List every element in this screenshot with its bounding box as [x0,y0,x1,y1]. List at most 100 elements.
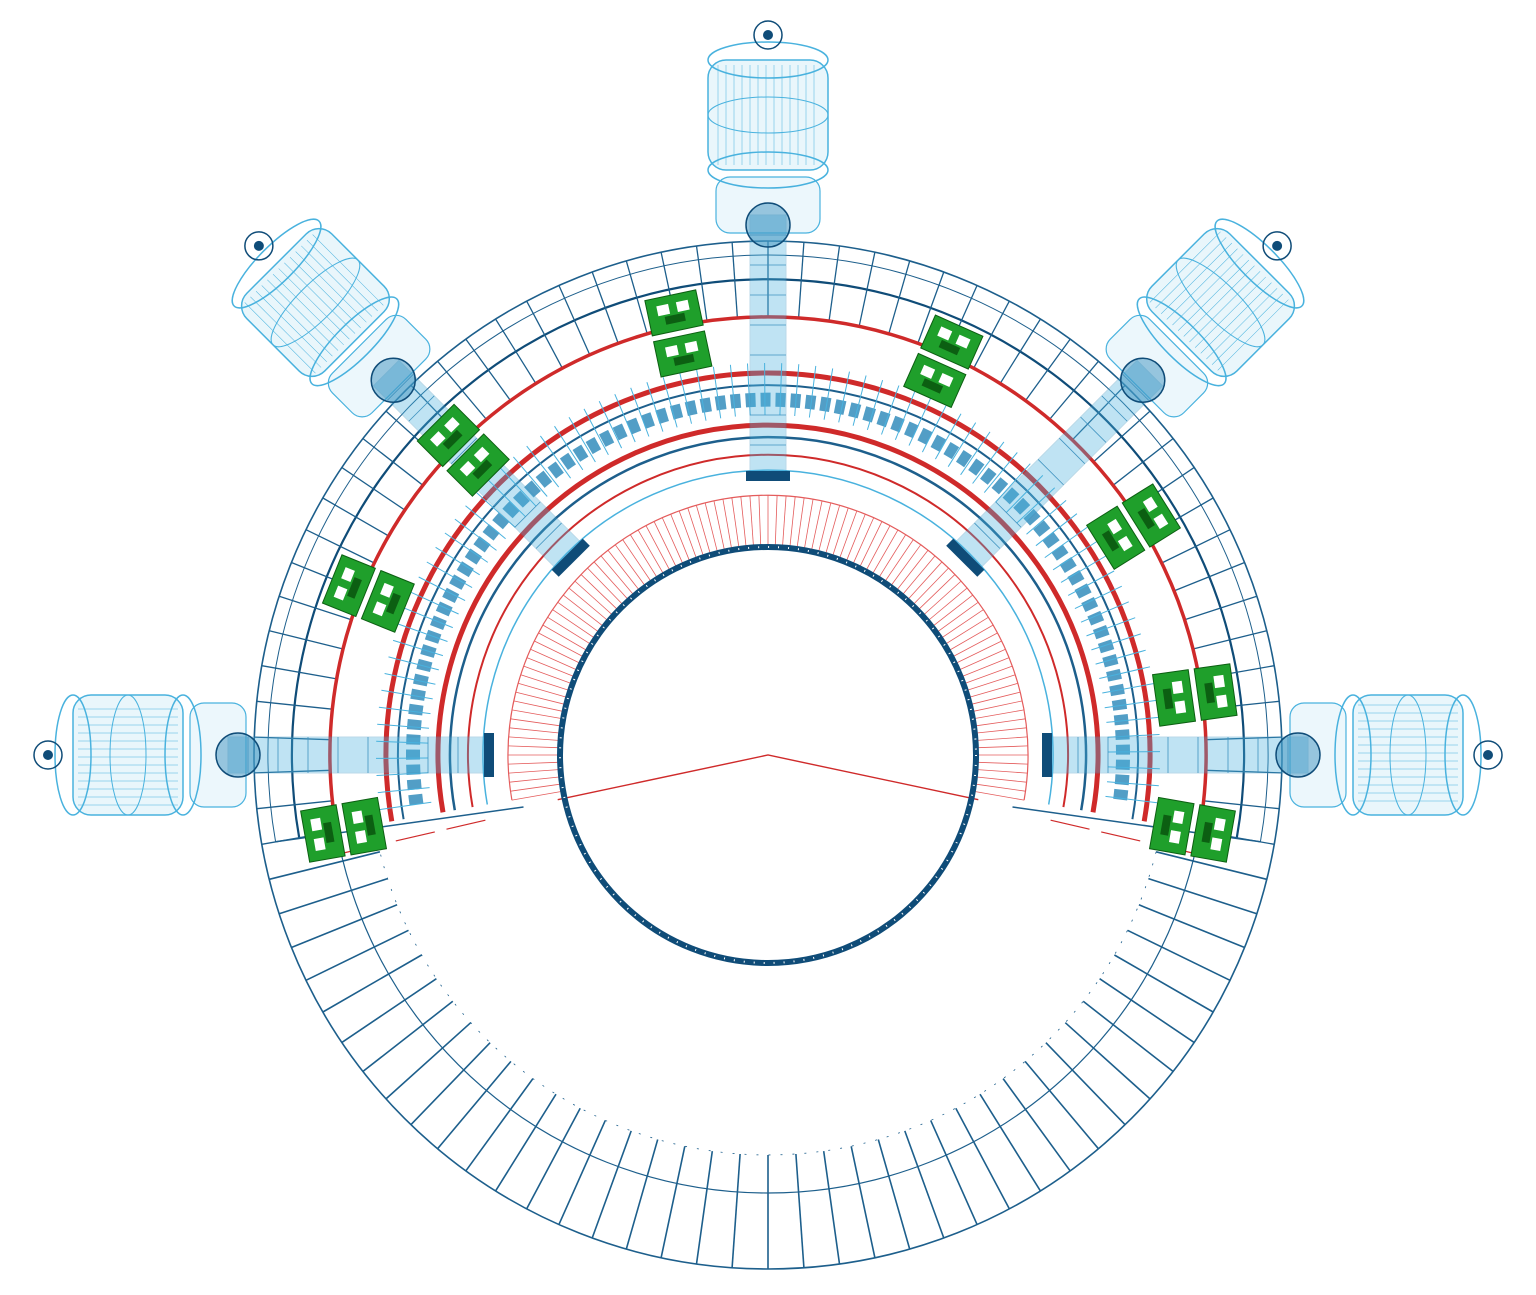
head-rib [1160,242,1233,314]
head-connector [745,202,791,248]
outer-ring-spoke [1203,800,1280,810]
band-tick [852,375,867,426]
head-connector [1120,357,1166,403]
band-tick [881,385,900,435]
fan-line [614,544,645,586]
module-chip-slot [955,334,971,349]
head-top [54,694,92,816]
fan-line [758,495,762,546]
head-top-hub-core [253,240,264,251]
arm-tube [227,736,489,774]
fan-line [975,783,1026,792]
outer-ring-spoke [888,260,911,335]
fan-line [509,727,560,734]
electronics-module-icon [300,796,388,863]
head-rib [1206,288,1278,360]
outer-ring-spoke [1002,1078,1071,1172]
band-tick [376,772,429,776]
electronics-module-icon [1085,483,1182,571]
fan-line [974,709,1025,719]
outer-ring-spoke [322,497,390,537]
module-chip-slot [1117,535,1133,552]
module-chip-slot [333,585,348,601]
module-chip-slot [1172,810,1185,824]
outer-ring-spoke [1093,410,1151,463]
head-top [1214,218,1305,309]
outer-ring-spoke [973,300,1010,369]
electronics-module-icon [416,403,510,497]
fan-line [695,504,711,554]
module-chip-slot [920,364,936,379]
outer-ring-spoke [795,1153,805,1268]
module-chip [1204,682,1216,704]
outer-ring-spoke [305,929,409,982]
fan-line [789,496,796,547]
fan-line [661,517,683,564]
fan-line [547,616,591,645]
outer-ring-spoke [828,245,841,322]
electronics-module-icon [903,314,984,409]
blue-ring-third [448,435,1088,811]
module-chip [1162,688,1174,710]
band-tick [384,673,436,685]
head-mid [707,96,829,134]
head-rib [1177,259,1250,331]
fan-line [568,587,608,621]
outer-ring-spoke [1184,595,1258,621]
band-tick [1074,585,1123,610]
fan-line [975,718,1026,727]
module-chip-slot [675,299,690,313]
fan-line [976,776,1027,783]
fan-line [965,665,1013,684]
outer-ring-spoke [362,438,424,486]
outer-ring-spoke [341,978,437,1044]
head-top [707,41,829,79]
head-rib [1189,271,1261,343]
arm-mount [484,733,494,777]
detector-arm [946,218,1305,577]
module-chip-slot [684,340,699,354]
module-chip [1101,530,1120,552]
red-fan-lines [508,495,1028,801]
detector-cylinder-icon [231,218,431,418]
fan-line [562,594,603,627]
band-tick [1026,500,1067,535]
head-top [231,218,322,309]
module-board [1121,483,1182,548]
fan-line [587,567,623,605]
band-tick [1060,555,1107,583]
module-chip [673,353,695,366]
outer-ring-spoke [929,1120,978,1225]
outer-ring-spoke [999,318,1041,384]
red-ring-fourth [467,453,1069,808]
band-tick [1016,487,1056,524]
fan-line [622,539,651,582]
fan-line [526,657,574,677]
outer-ring-spoke [436,1060,512,1150]
fan-line [973,700,1023,712]
arm-mount [1042,733,1052,777]
band-tick [1105,795,1158,804]
arm-tube-ring [1101,395,1128,422]
band-tick [568,416,596,463]
arm-tube-ring [535,522,562,549]
band-tick [418,576,466,602]
band-tick [381,689,433,700]
band-tick [1095,649,1146,665]
module-chip-slot [1171,680,1184,694]
head-top-hub [244,231,274,261]
head-rib [272,273,344,346]
fan-line [937,601,979,632]
lower-band-edge [379,851,1157,1156]
outer-ring-spoke [877,1139,911,1250]
fan-line [731,497,740,548]
band-tick [513,456,548,497]
outer-ring-spoke [858,252,876,327]
detector-arm [707,20,829,481]
head-top-hub-core [43,750,53,760]
outer-ring-spoke [660,1146,686,1258]
arm-tube-ring [995,501,1022,528]
band-tick [808,365,817,418]
module-board [341,796,388,856]
arm-tube-ring [1080,416,1107,443]
